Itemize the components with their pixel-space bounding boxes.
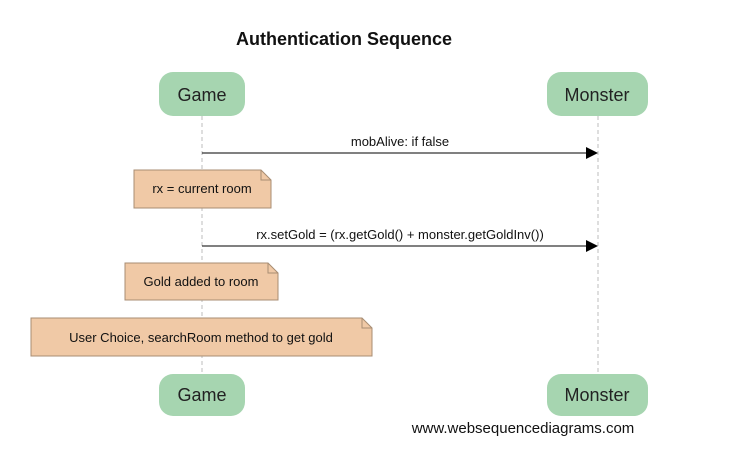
note-1: rx = current room [133, 169, 272, 209]
participant-game-top: Game [159, 72, 245, 116]
participant-monster-bottom: Monster [547, 374, 648, 416]
participant-box [547, 72, 648, 116]
note-fold-icon [260, 170, 271, 181]
note-text: User Choice, searchRoom method to get go… [69, 330, 333, 345]
note-box [133, 169, 272, 209]
diagram-title: Authentication Sequence [236, 29, 452, 49]
note-fold-icon [361, 318, 372, 329]
participant-box [159, 72, 245, 116]
participant-monster-top: Monster [547, 72, 648, 116]
note-text: Gold added to room [144, 274, 259, 289]
arrowhead-icon [586, 240, 598, 252]
participant-box [159, 374, 245, 416]
note-text: rx = current room [152, 181, 251, 196]
note-3: User Choice, searchRoom method to get go… [30, 317, 373, 357]
message-2: rx.setGold = (rx.getGold() + monster.get… [202, 227, 598, 252]
note-box [30, 317, 373, 357]
message-label: rx.setGold = (rx.getGold() + monster.get… [256, 227, 544, 242]
note-fold-icon [267, 263, 278, 274]
participant-label: Monster [564, 385, 629, 405]
note-2: Gold added to room [124, 262, 279, 301]
message-label: mobAlive: if false [351, 134, 449, 149]
watermark: www.websequencediagrams.com [411, 420, 635, 437]
participant-label: Monster [564, 85, 629, 105]
participant-box [547, 374, 648, 416]
arrowhead-icon [586, 147, 598, 159]
participant-label: Game [177, 85, 226, 105]
participant-label: Game [177, 385, 226, 405]
note-box [124, 262, 279, 301]
message-1: mobAlive: if false [202, 134, 598, 159]
participant-game-bottom: Game [159, 374, 245, 416]
